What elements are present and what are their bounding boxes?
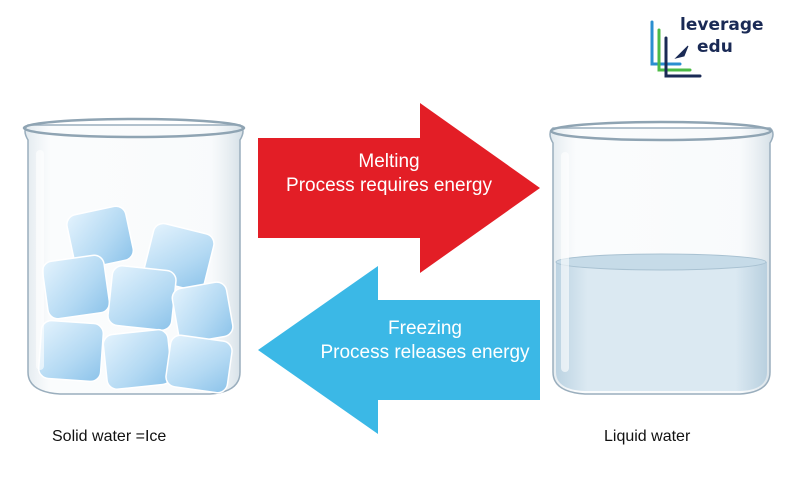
water-beaker-highlight [561, 152, 569, 372]
melting-title: Melting [358, 151, 420, 172]
ice-beaker [22, 117, 246, 395]
water-fill [556, 262, 767, 391]
ice-beaker-highlight [36, 150, 44, 370]
freezing-subtitle: Process releases energy [320, 342, 530, 363]
freezing-arrow [258, 266, 540, 434]
water-beaker-rim [549, 120, 773, 142]
melting-arrow [258, 103, 540, 273]
freezing-title: Freezing [388, 318, 462, 339]
logo-text-leverage: leverage [680, 15, 764, 35]
freezing-label: Freezing Process releases energy [290, 317, 560, 365]
liquid-water-caption: Liquid water [604, 428, 691, 445]
water-beaker [549, 120, 774, 395]
solid-water-caption: Solid water =Ice [52, 428, 167, 445]
water-surface [555, 253, 767, 271]
melting-label: Melting Process requires energy [258, 150, 520, 198]
logo-text-edu: edu [697, 37, 733, 57]
ice-cubes [37, 205, 234, 394]
melting-subtitle: Process requires energy [286, 175, 492, 196]
leverage-edu-logo-icon [650, 20, 702, 78]
ice-beaker-rim [22, 117, 246, 139]
